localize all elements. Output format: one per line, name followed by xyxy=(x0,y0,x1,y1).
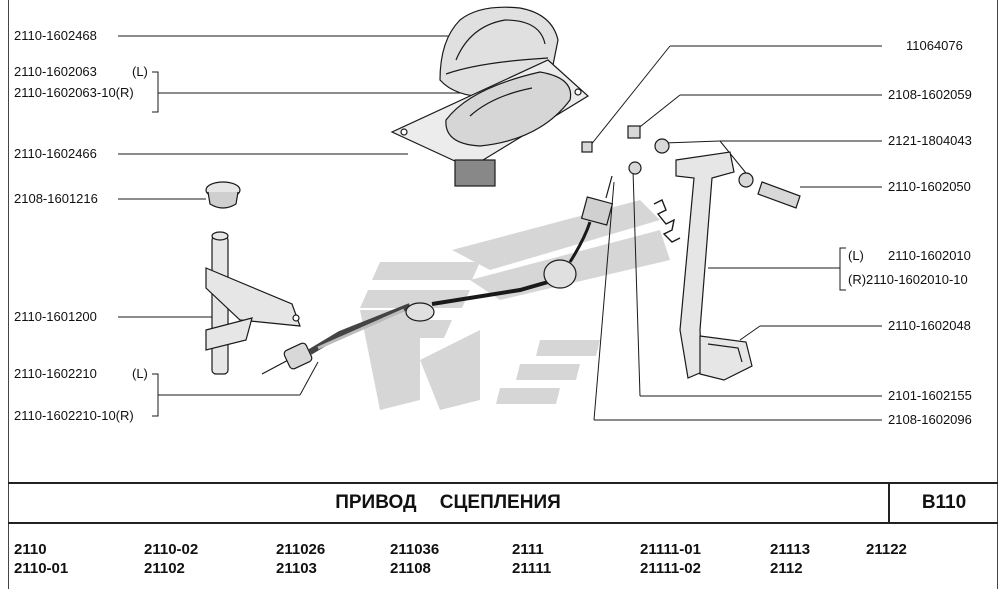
label-part-2101-1602155: 2101-1602155 xyxy=(888,388,972,403)
label-part-2108-1602096: 2108-1602096 xyxy=(888,412,972,427)
title-bar: ПРИВОД СЦЕПЛЕНИЯ В110 xyxy=(8,482,998,524)
section-code: В110 xyxy=(888,484,998,522)
leader-lines xyxy=(118,35,882,421)
label-part-2110-1602210-10: 2110-1602210-10(R) xyxy=(14,408,134,423)
label-part-2110-1602050: 2110-1602050 xyxy=(888,179,971,194)
pedal-fasteners xyxy=(581,125,801,209)
label-side-left-1: (L) xyxy=(132,64,148,79)
boot-mounting-plate xyxy=(390,59,589,187)
label-part-2110-1602010: 2110-1602010 xyxy=(888,248,971,263)
plug-part xyxy=(205,181,241,209)
label-part-2108-1601216: 2108-1601216 xyxy=(14,191,98,206)
label-side-left-3: (L) xyxy=(848,248,864,263)
frame-left-border xyxy=(8,0,9,589)
label-part-2121-1804043: 2121-1804043 xyxy=(888,133,972,148)
label-part-2110-1602210: 2110-1602210 xyxy=(14,366,97,381)
clutch-cable xyxy=(261,175,614,375)
label-part-2110-1602063: 2110-1602063 xyxy=(14,64,97,79)
clutch-drive-diagram xyxy=(118,6,882,421)
label-part-2108-1602059: 2108-1602059 xyxy=(888,87,972,102)
label-part-2110-1601200: 2110-1601200 xyxy=(14,309,97,324)
label-part-2110-1602466: 2110-1602466 xyxy=(14,146,97,161)
page-title: ПРИВОД СЦЕПЛЕНИЯ xyxy=(335,492,561,513)
clutch-fork-shaft xyxy=(205,231,301,375)
return-spring xyxy=(653,199,681,243)
label-part-2110-1602468: 2110-1602468 xyxy=(14,28,97,43)
label-part-2110-1602048: 2110-1602048 xyxy=(888,318,971,333)
label-part-11064076: 11064076 xyxy=(906,38,963,53)
clutch-pedal xyxy=(675,151,753,381)
label-part-2110-1602010-10: (R)2110-1602010-10 xyxy=(848,272,968,287)
model-list-item: 21122 xyxy=(866,541,907,558)
frame-right-border xyxy=(997,0,998,589)
label-side-left-2: (L) xyxy=(132,366,148,381)
label-part-2110-1602063-10: 2110-1602063-10(R) xyxy=(14,85,134,100)
